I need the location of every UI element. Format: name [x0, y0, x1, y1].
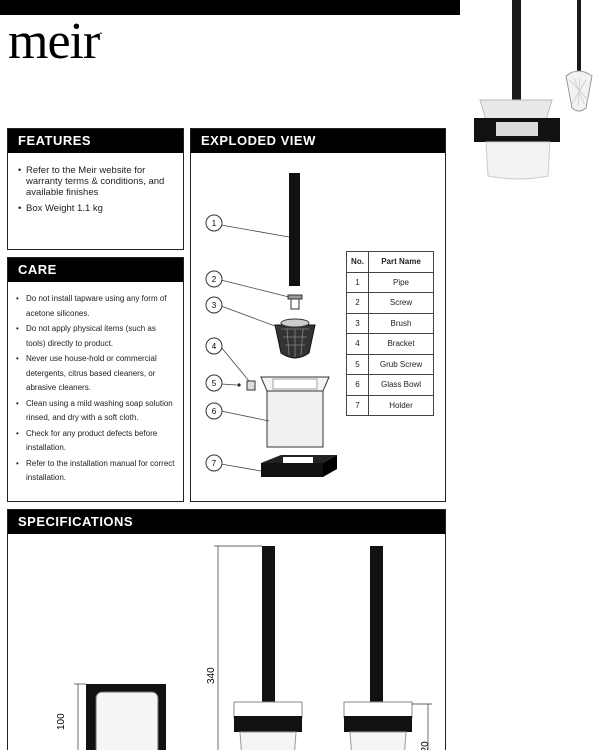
cell-no: 3: [346, 312, 369, 334]
specifications-title: SPECIFICATIONS: [8, 510, 445, 534]
exploded-diagram: 1 2 3 4 5 6 7: [205, 173, 337, 477]
cell-part-name: Pipe: [368, 271, 434, 293]
bracket-part: [246, 380, 256, 391]
callout-2: 2: [205, 270, 223, 288]
svg-text:6: 6: [212, 407, 217, 416]
callout-7: 7: [205, 454, 223, 472]
svg-text:3: 3: [212, 301, 217, 310]
top-bar: [0, 0, 460, 15]
callout-5: 5: [205, 374, 223, 392]
pipe-part: [289, 173, 300, 286]
cell-part-name: Screw: [368, 292, 434, 314]
cell-part-name: Holder: [368, 394, 434, 416]
cell-no: 6: [346, 374, 369, 396]
cell-no: 1: [346, 271, 369, 293]
features-list: Refer to the Meir website for warranty t…: [8, 153, 183, 214]
cell-part-name: Glass Bowl: [368, 374, 434, 396]
exploded-view-panel: EXPLODED VIEW 1 2 3 4 5: [190, 128, 446, 502]
front-view: [214, 545, 303, 750]
care-item: Never use house-hold or commercial deter…: [16, 352, 175, 396]
holder-part: [261, 463, 323, 477]
product-hero-image: [474, 0, 593, 180]
callout-1: 1: [205, 214, 223, 232]
features-item: Refer to the Meir website for warranty t…: [18, 165, 173, 198]
header-part-name: Part Name: [368, 251, 434, 273]
svg-text:4: 4: [212, 342, 217, 351]
svg-text:5: 5: [212, 379, 217, 388]
care-item: Clean using a mild washing soap solution…: [16, 397, 175, 426]
cell-part-name: Grub Screw: [368, 353, 434, 375]
svg-text:1: 1: [212, 219, 217, 228]
grub-screw-part: [237, 383, 241, 387]
features-item: Box Weight 1.1 kg: [18, 203, 173, 214]
callout-6: 6: [205, 402, 223, 420]
callout-3: 3: [205, 296, 223, 314]
care-item: Do not apply physical items (such as too…: [16, 322, 175, 351]
specifications-panel: SPECIFICATIONS 100 340 120: [7, 509, 446, 750]
exploded-view-title: EXPLODED VIEW: [191, 129, 445, 153]
cell-no: 2: [346, 292, 369, 314]
care-list: Do not install tapware using any form of…: [8, 282, 183, 486]
specifications-drawing: 100 340 120: [56, 545, 432, 750]
svg-text:7: 7: [212, 459, 217, 468]
care-item: Do not install tapware using any form of…: [16, 292, 175, 321]
cell-part-name: Brush: [368, 312, 434, 334]
care-panel: CARE Do not install tapware using any fo…: [7, 257, 184, 502]
parts-table-header: No. Part Name: [346, 251, 434, 273]
features-panel: FEATURES Refer to the Meir website for w…: [7, 128, 184, 250]
care-item: Refer to the installation manual for cor…: [16, 457, 175, 486]
dimension-base: 120: [420, 741, 431, 750]
care-title: CARE: [8, 258, 183, 282]
cell-no: 5: [346, 353, 369, 375]
dimension-height: 340: [206, 667, 217, 684]
brand-logo: meir.: [8, 13, 103, 70]
callout-4: 4: [205, 337, 223, 355]
cell-no: 7: [346, 394, 369, 416]
side-view: [343, 546, 432, 750]
brand-name: meir: [8, 13, 100, 70]
header-no: No.: [346, 251, 369, 273]
care-item: Check for any product defects before ins…: [16, 427, 175, 456]
features-title: FEATURES: [8, 129, 183, 153]
brand-mark: .: [99, 23, 102, 38]
dimension-width: 100: [56, 713, 67, 730]
top-view: [74, 683, 166, 750]
cell-no: 4: [346, 333, 369, 355]
svg-text:2: 2: [212, 275, 217, 284]
cell-part-name: Bracket: [368, 333, 434, 355]
